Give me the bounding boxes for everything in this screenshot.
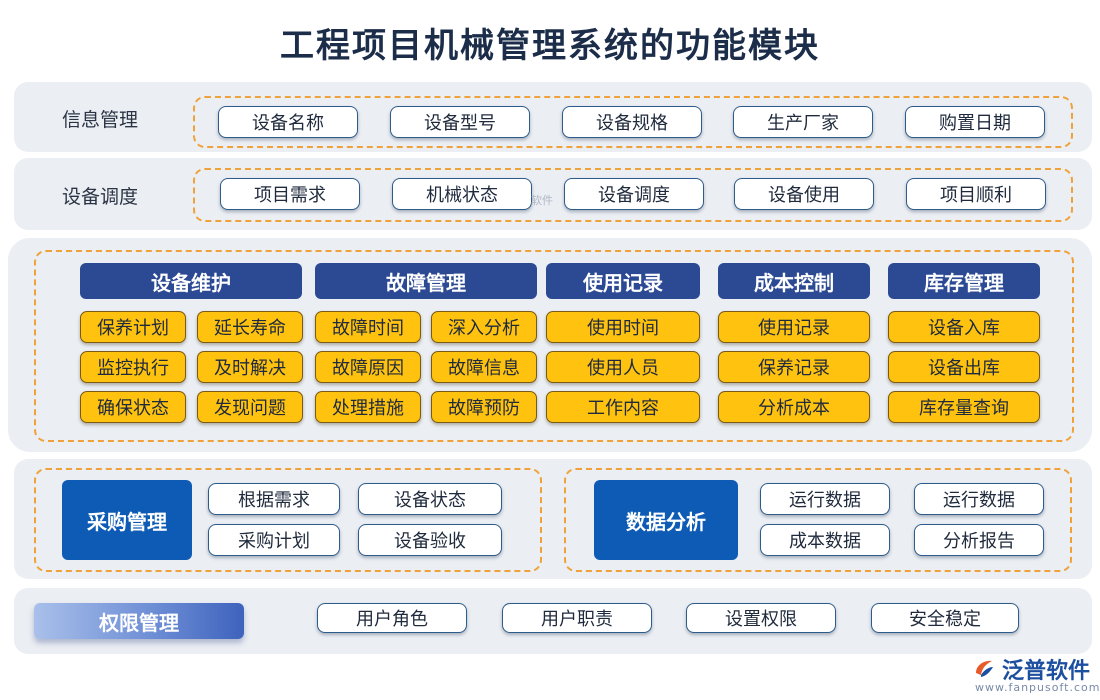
analysis-block: 数据分析 [594, 480, 738, 560]
info-item-equipment-spec: 设备规格 [562, 106, 702, 138]
dispatch-item-project-success: 项目顺利 [906, 178, 1046, 210]
cost-item: 保养记录 [718, 351, 870, 383]
fault-item: 故障信息 [431, 351, 537, 383]
permission-item-user-role: 用户角色 [317, 603, 467, 633]
fault-item: 故障原因 [315, 351, 421, 383]
inventory-item: 库存量查询 [888, 391, 1040, 423]
permission-block: 权限管理 [34, 603, 244, 639]
brand-url: www.fanpusoft.com [975, 681, 1100, 694]
maintenance-item: 确保状态 [80, 391, 186, 423]
permission-item-security: 安全稳定 [871, 603, 1019, 633]
analysis-group [564, 468, 1072, 572]
analysis-item: 分析报告 [914, 524, 1044, 556]
maintenance-item: 监控执行 [80, 351, 186, 383]
procurement-analysis-band [14, 459, 1092, 579]
cost-item: 使用记录 [718, 311, 870, 343]
info-management-group [193, 96, 1073, 148]
analysis-item: 运行数据 [914, 483, 1044, 515]
fault-item: 深入分析 [431, 311, 537, 343]
maintenance-item: 保养计划 [80, 311, 186, 343]
fault-item: 故障预防 [431, 391, 537, 423]
usage-item: 使用人员 [546, 351, 700, 383]
fault-item: 故障时间 [315, 311, 421, 343]
dispatch-item-equipment-usage: 设备使用 [734, 178, 874, 210]
maintenance-header: 设备维护 [80, 263, 302, 299]
procurement-item: 采购计划 [208, 524, 340, 556]
inventory-header: 库存管理 [888, 263, 1040, 299]
analysis-item: 成本数据 [760, 524, 890, 556]
cost-item: 分析成本 [718, 391, 870, 423]
dispatch-item-project-demand: 项目需求 [220, 178, 360, 210]
procurement-item: 设备验收 [358, 524, 502, 556]
info-item-equipment-model: 设备型号 [390, 106, 530, 138]
info-management-label: 信息管理 [62, 109, 139, 131]
inventory-item: 设备入库 [888, 311, 1040, 343]
procurement-item: 根据需求 [208, 483, 340, 515]
procurement-group [34, 468, 542, 572]
maintenance-item: 及时解决 [197, 351, 303, 383]
usage-header: 使用记录 [546, 263, 700, 299]
inventory-item: 设备出库 [888, 351, 1040, 383]
cost-header: 成本控制 [718, 263, 870, 299]
maintenance-item: 发现问题 [197, 391, 303, 423]
dispatch-label: 设备调度 [62, 186, 139, 208]
fault-header: 故障管理 [315, 263, 537, 299]
analysis-item: 运行数据 [760, 483, 890, 515]
dispatch-item-machine-status: 机械状态 [392, 178, 532, 210]
dispatch-item-equipment-dispatch: 设备调度 [564, 178, 704, 210]
info-item-purchase-date: 购置日期 [905, 106, 1045, 138]
info-item-equipment-name: 设备名称 [218, 106, 358, 138]
page-title: 工程项目机械管理系统的功能模块 [280, 26, 820, 66]
permission-item-user-duty: 用户职责 [502, 603, 652, 633]
usage-item: 使用时间 [546, 311, 700, 343]
permission-item-set-permission: 设置权限 [686, 603, 836, 633]
maintenance-item: 延长寿命 [197, 311, 303, 343]
procurement-block: 采购管理 [62, 480, 192, 560]
procurement-item: 设备状态 [358, 483, 502, 515]
modules-group [34, 250, 1074, 442]
brand-mark-icon [976, 660, 993, 677]
usage-item: 工作内容 [546, 391, 700, 423]
watermark-text: 软件 [531, 194, 553, 207]
info-item-manufacturer: 生产厂家 [733, 106, 873, 138]
brand-logo: 泛普软件 [972, 653, 1090, 685]
fault-item: 处理措施 [315, 391, 421, 423]
dispatch-group [193, 168, 1073, 222]
brand-name: 泛普软件 [1002, 659, 1091, 684]
